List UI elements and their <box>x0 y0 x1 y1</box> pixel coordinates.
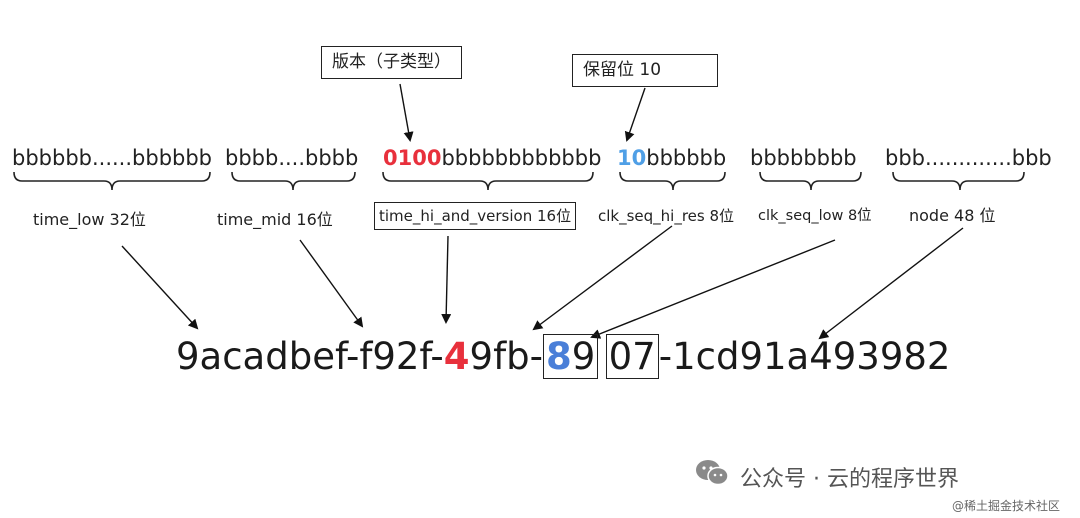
arrow-node <box>818 227 964 340</box>
arrow-clk-hi <box>532 225 673 331</box>
version-annotation: 版本（子类型） <box>321 46 462 79</box>
reserved-bits: 10 <box>617 146 647 170</box>
uuid-version-digit: 4 <box>443 335 470 378</box>
label-clk-hi: clk_seq_hi_res 8位 <box>598 207 735 225</box>
bits-clk-hi: 10bbbbbb <box>617 146 727 170</box>
version-bits: 0100 <box>383 146 442 170</box>
arrow-time-hi <box>441 235 452 324</box>
arrow-clk-low <box>590 239 836 339</box>
brace-node <box>892 171 1025 191</box>
brace-time-mid <box>231 171 356 191</box>
arrow-time-mid <box>299 239 364 328</box>
uuid-clk-hi-byte: 89 <box>542 334 599 379</box>
wechat-icon <box>696 460 729 486</box>
bits-node: bbb.............bbb <box>885 146 1052 170</box>
bits-time-hi: 0100bbbbbbbbbbbb <box>383 146 602 170</box>
label-clk-low: clk_seq_low 8位 <box>758 208 872 224</box>
bits-time-mid: bbbb....bbbb <box>225 146 359 170</box>
arrow-version <box>399 83 414 142</box>
brace-time-low <box>13 171 211 191</box>
watermark-account: 公众号 · 云的程序世界 <box>740 467 959 492</box>
bits-clk-low: bbbbbbbb <box>750 146 857 170</box>
label-time-hi: time_hi_and_version 16位 <box>374 202 577 230</box>
brace-clk-hi <box>619 171 726 191</box>
label-time-mid: time_mid 16位 <box>217 210 333 229</box>
uuid-example: 9acadbef-f92f-49fb-89 07-1cd91a493982 <box>176 334 951 379</box>
arrow-reserved <box>624 87 646 142</box>
brace-clk-low <box>759 171 862 191</box>
arrow-time-low <box>121 245 199 330</box>
uuid-clk-low-byte: 07 <box>605 334 659 379</box>
label-node: node 48 位 <box>909 206 996 225</box>
uuid-variant-digit: 8 <box>545 335 572 378</box>
reserved-annotation: 保留位 10 <box>572 54 718 87</box>
label-time-low: time_low 32位 <box>33 210 146 229</box>
bits-time-low: bbbbbb......bbbbbb <box>12 146 213 170</box>
watermark-site: @稀土掘金技术社区 <box>952 499 1061 513</box>
brace-time-hi <box>382 171 594 191</box>
